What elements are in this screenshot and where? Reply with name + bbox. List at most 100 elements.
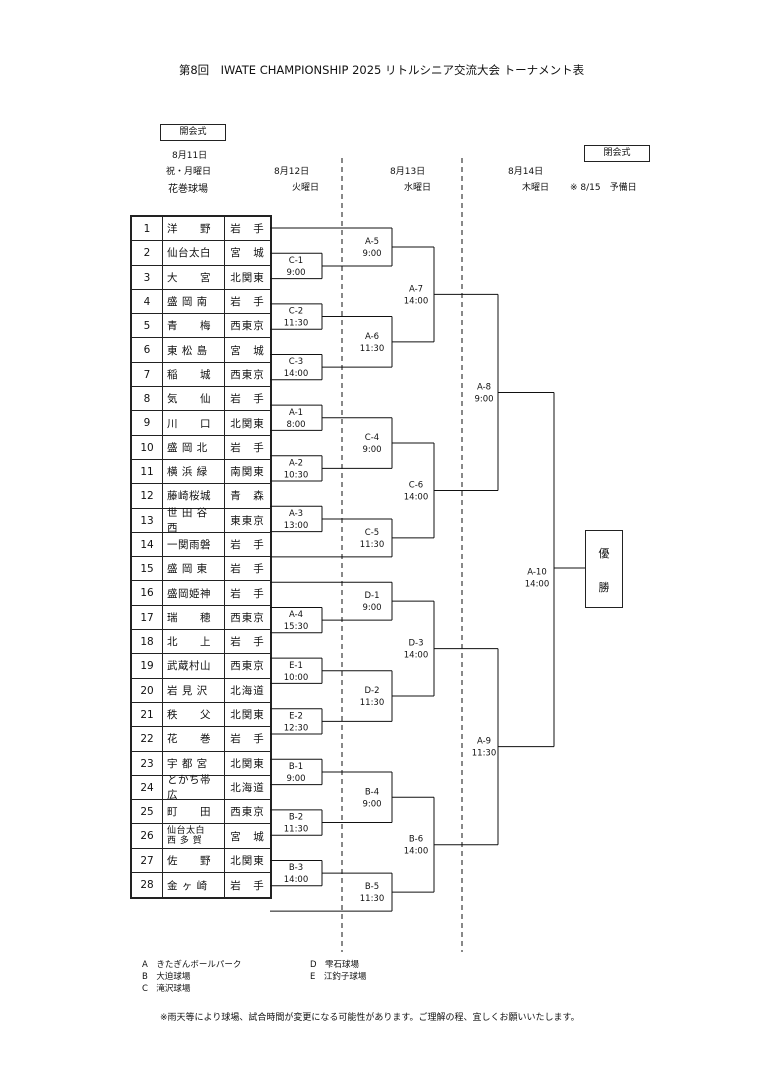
team-name-cell: 秩 父 xyxy=(163,702,225,727)
match-time: 14:00 xyxy=(284,875,309,885)
team-number: 19 xyxy=(132,654,163,678)
legend-venue-e: E 江釣子球場 xyxy=(310,972,367,982)
legend-venue-d: D 雫石球場 xyxy=(310,960,360,970)
team-name: 一関雨磐 xyxy=(167,539,211,551)
team-number: 13 xyxy=(132,508,163,532)
legend-venue-a: A きたぎんボールパーク xyxy=(142,960,242,970)
team-name-cell: 洋 野 xyxy=(163,217,225,241)
team-name: 秩 父 xyxy=(167,709,211,722)
team-name-cell: 瑞 穂 xyxy=(163,605,225,630)
match-id: A-10 xyxy=(527,568,547,578)
team-name-cell: 気 仙 xyxy=(163,387,225,411)
team-name-line2: 西 多 賀 xyxy=(167,836,203,847)
day1-venue: 花巻球場 xyxy=(168,184,208,195)
team-number: 3 xyxy=(132,265,163,289)
team-region: 岩 手 xyxy=(230,223,265,236)
team-name-cell: 町 田 xyxy=(163,800,225,824)
team-region: 北関東 xyxy=(230,709,265,722)
team-number: 1 xyxy=(132,217,163,241)
team-name: 盛 岡 東 xyxy=(167,563,208,576)
match-id: A-7 xyxy=(409,284,423,294)
team-name-cell: 川 口 xyxy=(163,411,225,435)
match-time: 14:00 xyxy=(284,369,309,379)
team-name-cell: 仙台太白 xyxy=(163,241,225,265)
team-region: 岩 手 xyxy=(230,393,265,406)
day4-date: 8月14日 xyxy=(508,167,544,177)
team-number: 12 xyxy=(132,484,163,508)
match-id: A-6 xyxy=(365,332,379,342)
opening-ceremony-box: 開会式 xyxy=(160,124,226,141)
team-region: 岩 手 xyxy=(230,539,265,551)
team-name: 盛 岡 北 xyxy=(167,441,208,454)
match-time: 9:00 xyxy=(474,394,493,404)
team-name: 藤崎桜城 xyxy=(167,490,211,503)
day1-date: 8月11日 xyxy=(172,151,208,161)
day1-weekday: 祝・月曜日 xyxy=(166,167,212,177)
team-name: 仙台太白 xyxy=(167,826,206,837)
team-region: 東東京 xyxy=(230,514,265,527)
team-name: 盛 岡 南 xyxy=(167,296,208,309)
reserve-day-note: ※ 8/15 予備日 xyxy=(570,183,637,193)
match-id: B-3 xyxy=(289,863,303,873)
match-id: A-2 xyxy=(289,458,303,468)
team-region: 宮 城 xyxy=(230,830,265,843)
team-number: 18 xyxy=(132,630,163,654)
team-number: 4 xyxy=(132,289,163,314)
team-name: 花 巻 xyxy=(167,733,211,746)
team-region: 岩 手 xyxy=(230,636,265,649)
match-time: 11:30 xyxy=(360,344,385,354)
winner-char-2: 勝 xyxy=(598,581,610,594)
match-time: 11:30 xyxy=(360,698,385,708)
match-time: 9:00 xyxy=(362,249,381,259)
match-time: 14:00 xyxy=(404,651,429,661)
team-region: 岩 手 xyxy=(230,879,265,892)
match-time: 10:30 xyxy=(284,470,309,480)
team-region: 北関東 xyxy=(230,757,265,770)
team-name: 東 松 島 xyxy=(167,344,208,357)
team-region: 西東京 xyxy=(230,368,265,381)
team-name-cell: 藤崎桜城 xyxy=(163,484,225,508)
team-number: 24 xyxy=(132,775,163,800)
team-region: 北関東 xyxy=(230,854,265,867)
match-time: 11:30 xyxy=(284,825,309,835)
team-number: 5 xyxy=(132,314,163,338)
team-number: 16 xyxy=(132,581,163,605)
team-name-cell: 岩 見 沢 xyxy=(163,678,225,702)
team-region: 南関東 xyxy=(230,466,265,479)
match-id: A-5 xyxy=(365,237,379,247)
match-id: C-2 xyxy=(289,307,303,317)
team-name: 気 仙 xyxy=(167,393,211,406)
match-id: B-2 xyxy=(289,813,303,823)
team-region: 岩 手 xyxy=(230,296,265,309)
team-region: 宮 城 xyxy=(230,247,265,260)
day3-date: 8月13日 xyxy=(390,167,426,177)
team-number: 20 xyxy=(132,678,163,702)
match-time: 14:00 xyxy=(404,296,429,306)
match-id: A-4 xyxy=(289,610,303,620)
team-name: 金 ヶ 崎 xyxy=(167,879,208,892)
team-row: 4 盛 岡 南 岩 手 xyxy=(132,289,270,315)
match-id: C-5 xyxy=(365,528,379,538)
match-time: 13:00 xyxy=(284,521,309,531)
match-id: B-5 xyxy=(365,882,379,892)
team-region: 西東京 xyxy=(230,806,265,819)
legend-venue-c: C 滝沢球場 xyxy=(142,984,191,994)
team-name-cell: 金 ヶ 崎 xyxy=(163,873,225,898)
team-name-cell: 盛 岡 南 xyxy=(163,289,225,314)
match-time: 9:00 xyxy=(362,799,381,809)
